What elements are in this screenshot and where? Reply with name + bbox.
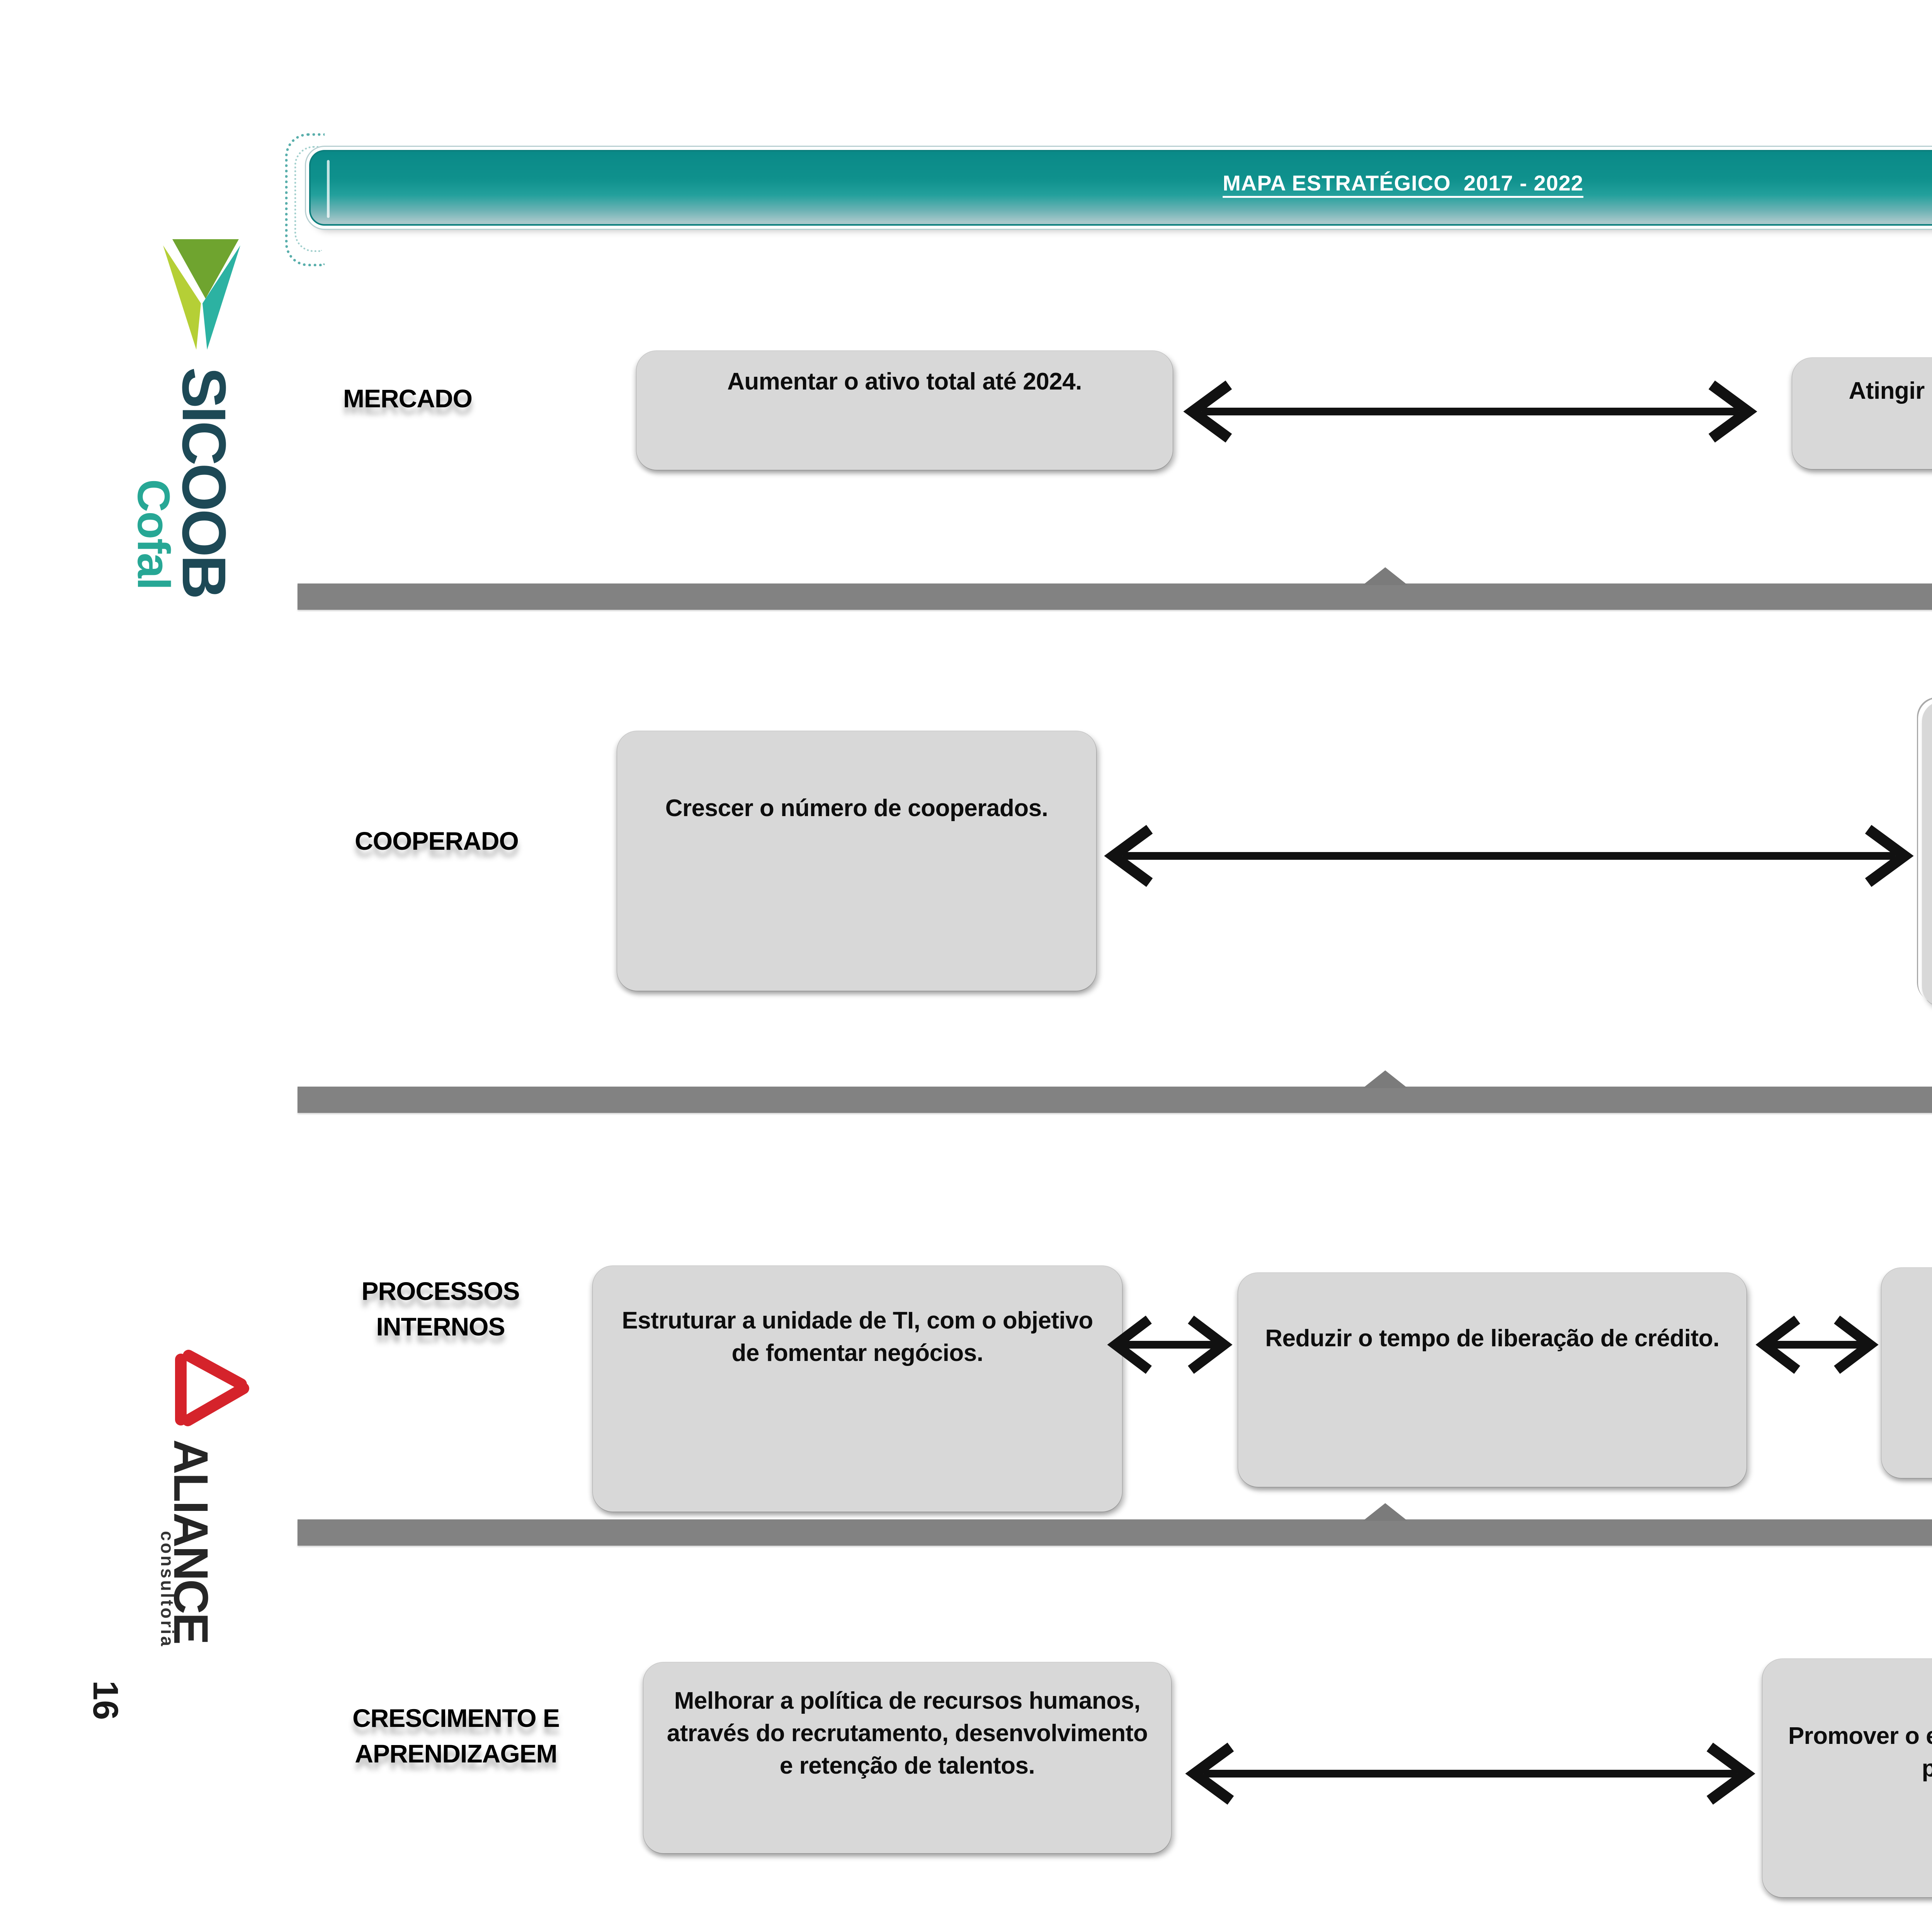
objective-box: Aumentar o ativo total até 2024. bbox=[636, 351, 1173, 470]
separator-arrow-icon bbox=[1363, 567, 1408, 585]
page-title: MAPA ESTRATÉGICO 2017 - 2022 bbox=[1223, 170, 1583, 195]
aliance-tagline: consultoria bbox=[157, 1531, 177, 1648]
objective-box: Melhorar a política de recursos humanos,… bbox=[643, 1662, 1171, 1853]
double-arrow-icon bbox=[1183, 380, 1757, 443]
page-number: 16 bbox=[86, 1680, 125, 1720]
objective-box: Promover o engajamento de cooperados e i… bbox=[1762, 1659, 1932, 1897]
sicoob-logo: SICOOB Cofal bbox=[128, 232, 251, 603]
perspective-label-crescimento-aprendizagem: CRESCIMENTO E APRENDIZAGEM bbox=[352, 1704, 560, 1768]
sicoob-emblem-icon bbox=[163, 239, 240, 350]
title-gloss-line bbox=[327, 160, 330, 218]
double-arrow-icon bbox=[1107, 1315, 1233, 1374]
separator-arrow-icon bbox=[1363, 1070, 1408, 1088]
scribble-ornament bbox=[285, 133, 325, 266]
scribble-ornament bbox=[294, 146, 322, 252]
perspective-label-cooperado: COOPERADO bbox=[355, 827, 519, 855]
separator-bar bbox=[298, 1519, 1932, 1546]
double-arrow-icon bbox=[1755, 1315, 1879, 1374]
sicoob-unit-label: Cofal bbox=[128, 479, 179, 589]
objective-box: Crescer o número de cooperados. bbox=[617, 731, 1096, 991]
perspective-label-mercado: MERCADO bbox=[343, 384, 473, 413]
aliance-emblem-icon bbox=[175, 1350, 249, 1426]
objective-box: Aumentar o número de tomadores de crédit… bbox=[1922, 701, 1932, 1007]
title-bar: MAPA ESTRATÉGICO 2017 - 2022 bbox=[309, 150, 1932, 226]
separator-bar bbox=[298, 583, 1932, 610]
objective-box: Atingir maior rentabilidade sobre o ativ… bbox=[1792, 358, 1932, 469]
aliance-logo: ALIANCE consultoria bbox=[157, 1341, 255, 1669]
separator-bar bbox=[298, 1087, 1932, 1113]
objective-box: Reduzir o tempo de liberação de crédito. bbox=[1238, 1273, 1747, 1487]
perspective-label-processos-internos: PROCESSOS INTERNOS bbox=[361, 1277, 520, 1341]
double-arrow-icon bbox=[1185, 1742, 1755, 1805]
separator-arrow-icon bbox=[1363, 1503, 1408, 1521]
objective-box: Elevar o índice de cobertura de renda de… bbox=[1881, 1268, 1932, 1478]
objective-box: Estruturar a unidade de TI, com o objeti… bbox=[593, 1266, 1122, 1512]
double-arrow-icon bbox=[1104, 825, 1914, 887]
